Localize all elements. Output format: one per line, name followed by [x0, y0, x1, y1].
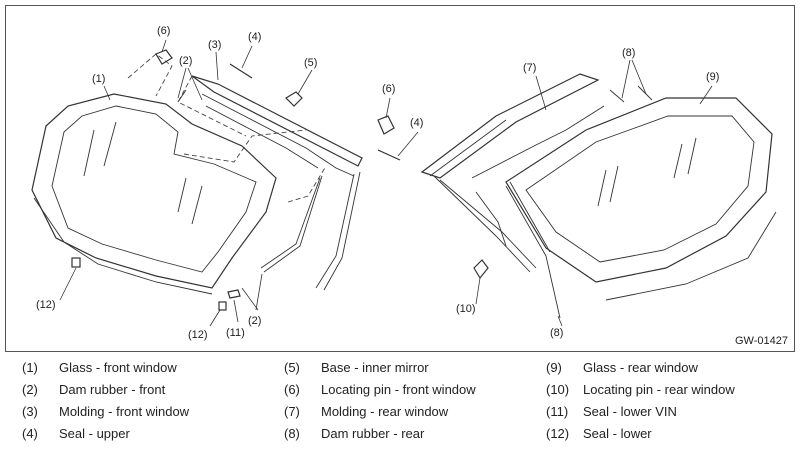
legend-label: Seal - upper: [59, 426, 130, 441]
callout-12-left: (12): [36, 299, 56, 311]
legend-number: (5): [284, 360, 300, 375]
legend-number: (1): [22, 360, 38, 375]
legend-label: Locating pin - front window: [321, 382, 476, 397]
callout-9: (9): [706, 71, 719, 83]
legend-label: Seal - lower: [583, 426, 652, 441]
legend-label: Glass - rear window: [583, 360, 698, 375]
legend-label: Dam rubber - front: [59, 382, 166, 397]
legend-label: Seal - lower VIN: [583, 404, 677, 419]
callout-2-bottom: (2): [248, 315, 261, 327]
parts-legend: (1) Glass - front window (2) Dam rubber - …: [0, 356, 802, 448]
rear-window-glass: [505, 97, 773, 283]
leader-lines: [59, 39, 713, 327]
callout-7: (7): [523, 62, 536, 74]
figure-code: GW-01427: [735, 335, 788, 347]
front-locating-pin-a: [155, 49, 173, 65]
front-lower-seal-b: [218, 301, 227, 311]
callout-8-top: (8): [622, 47, 635, 59]
front-upper-seal-b: [377, 149, 401, 161]
callout-8-bottom: (8): [550, 327, 563, 339]
legend-number: (3): [22, 404, 38, 419]
legend-label: Base - inner mirror: [321, 360, 429, 375]
legend-number: (8): [284, 426, 300, 441]
callout-4-right: (4): [410, 117, 423, 129]
rear-window-molding: [420, 73, 600, 179]
legend-number: (11): [546, 404, 569, 419]
front-dam-rubber: [205, 105, 319, 169]
legend-label: Locating pin - rear window: [583, 382, 735, 397]
legend-label: Dam rubber - rear: [321, 426, 425, 441]
front-lower-seal-a: [71, 257, 81, 268]
callout-11: (11): [226, 327, 245, 339]
rear-locating-pin: [473, 259, 489, 280]
callout-4-top: (4): [248, 31, 261, 43]
legend-number: (4): [22, 426, 38, 441]
rear-dam-rubber: [471, 105, 605, 179]
callout-12-bottom: (12): [188, 329, 208, 341]
callout-6-right: (6): [382, 83, 395, 95]
callout-2-top: (2): [179, 55, 192, 67]
callout-1: (1): [92, 73, 105, 85]
legend-number: (10): [546, 382, 570, 397]
lower-vin-seal: [227, 289, 241, 299]
legend-label: Molding - rear window: [321, 404, 449, 419]
exploded-parts-diagram: (1) (2) (2) (3) (4) (4) (5) (6) (6) (7) …: [5, 5, 795, 352]
front-window-glass: [31, 93, 277, 289]
legend-number: (7): [284, 404, 300, 419]
legend-number: (9): [546, 360, 562, 375]
legend-label: Molding - front window: [59, 404, 190, 419]
callout-5: (5): [304, 57, 317, 69]
legend-number: (6): [284, 382, 300, 397]
callout-10: (10): [456, 303, 476, 315]
front-locating-pin-b: [377, 115, 395, 135]
front-window-molding: [191, 75, 363, 167]
inner-mirror-base: [285, 91, 303, 107]
front-upper-seal-a: [229, 63, 253, 79]
callout-6-top: (6): [157, 25, 170, 37]
legend-number: (12): [546, 426, 570, 441]
diagram-canvas: (1) (2) (2) (3) (4) (4) (5) (6) (6) (7) …: [31, 25, 777, 341]
legend-number: (2): [22, 382, 38, 397]
legend-label: Glass - front window: [59, 360, 177, 375]
callout-3: (3): [208, 39, 221, 51]
